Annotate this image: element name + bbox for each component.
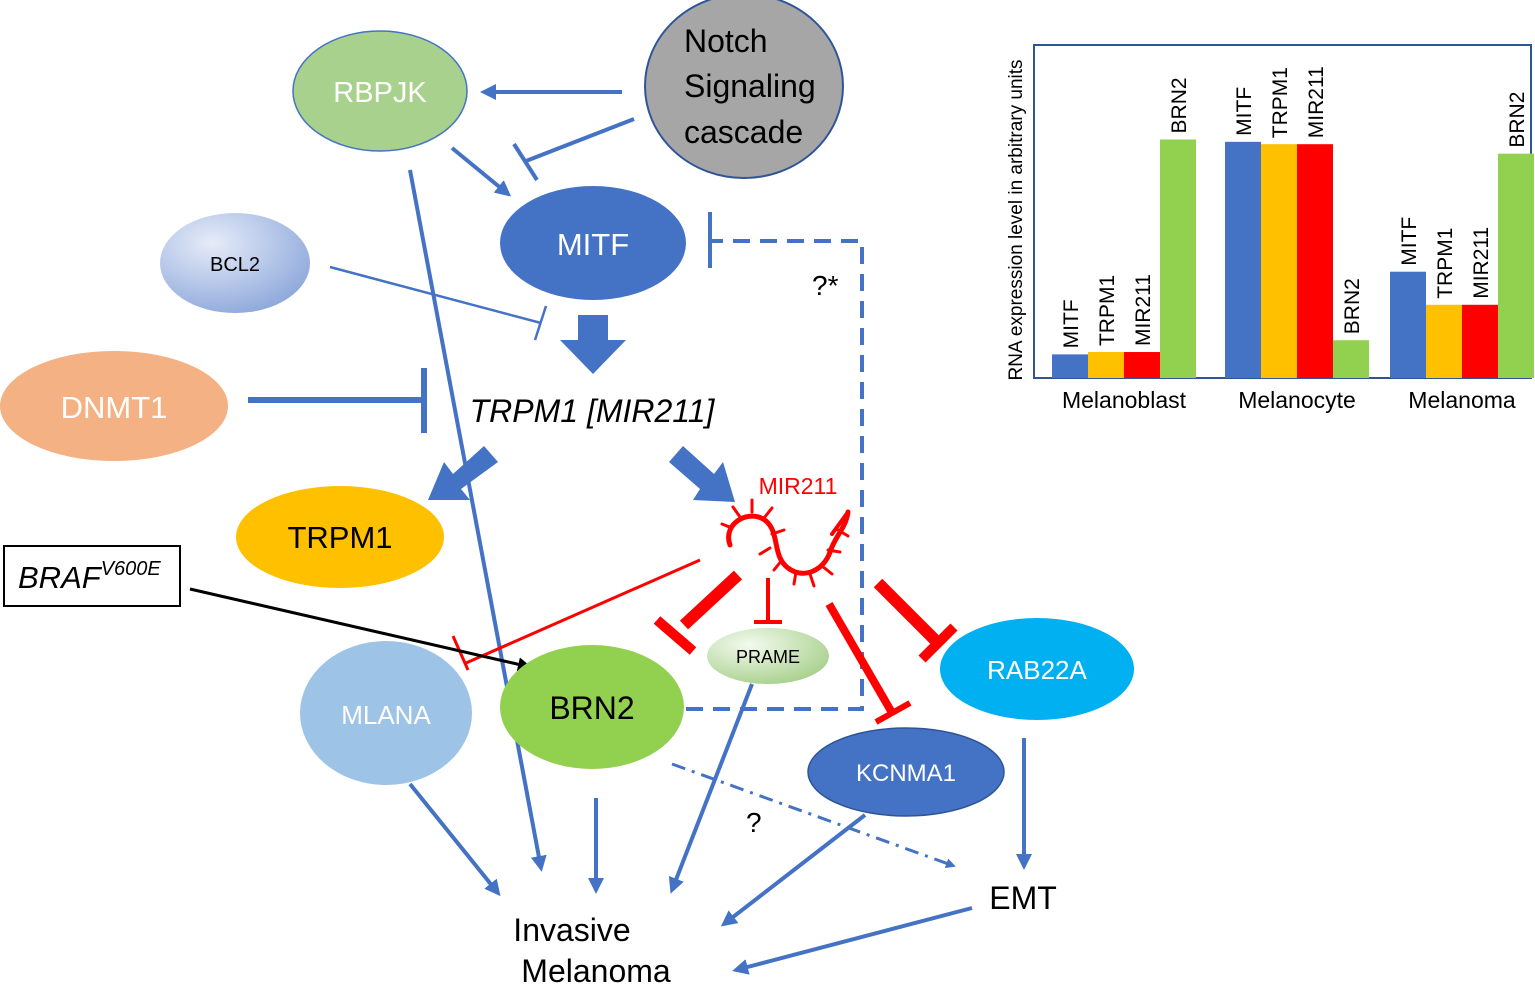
mir211-hairpin-icon: [720, 498, 851, 588]
node-kcnma1: KCNMA1: [807, 727, 1005, 817]
emt-to-invasive-arrow: [732, 906, 973, 975]
braf-label-base: BRAF: [18, 560, 103, 595]
mir211-inhibits-brn2-line: [679, 570, 743, 630]
bar-melanoblast-mir211: [1124, 352, 1160, 378]
bar-label-melanocyte-mir211: MIR211: [1305, 66, 1328, 138]
braf-to-brn2-arrow: [189, 587, 532, 672]
bcl2-inhibits-trpm1-bar: [533, 305, 548, 341]
mlana-to-invasive-arrow: [408, 782, 501, 897]
brn2-label: BRN2: [549, 690, 634, 726]
node-mlana: MLANA: [300, 641, 472, 785]
prame-label: PRAME: [736, 647, 800, 667]
feedback-annotation: ?*: [812, 270, 839, 301]
notch-inhibits-mitf-line: [525, 117, 635, 163]
mitf-label: MITF: [557, 227, 629, 262]
mir211-inhibits-kcnma1-line: [825, 601, 895, 714]
mir211-inhibits-kcnma1-bar: [874, 700, 912, 725]
kcnma1-label: KCNMA1: [856, 760, 956, 787]
mir211-inhibits-mlana-bar: [451, 635, 470, 671]
rbpjk-to-mitf-arrow: [450, 146, 512, 197]
bar-label-melanoma-mir211: MIR211: [1470, 227, 1493, 299]
bar-label-melanoblast-trpm1: TRPM1: [1096, 275, 1119, 346]
bcl2-inhibits-trpm1-line: [329, 265, 542, 325]
bar-melanoblast-brn2: [1160, 139, 1196, 378]
activation-edges: [408, 84, 1032, 975]
prame-to-invasive-arrow: [668, 683, 754, 894]
bar-label-melanocyte-mitf: MITF: [1233, 87, 1256, 136]
bar-label-melanocyte-brn2: BRN2: [1341, 278, 1364, 334]
node-prame: PRAME: [707, 628, 829, 684]
node-mir211: MIR211: [720, 473, 851, 588]
bar-label-melanoblast-mir211: MIR211: [1132, 274, 1155, 346]
bar-melanocyte-brn2: [1333, 340, 1369, 378]
node-trpm1: TRPM1: [236, 486, 444, 588]
rab22a-label: RAB22A: [987, 655, 1087, 685]
emt-label: EMT: [989, 880, 1057, 916]
node-rbpjk: RBPJK: [292, 30, 468, 152]
blue-inhibition-edges: [248, 117, 864, 711]
trpm1-gene-to-trpm1-block-arrow: [428, 446, 498, 500]
brn2-feedback-dashed-line: [686, 239, 864, 711]
notch-label-line1: Notch: [684, 23, 768, 59]
category-label-melanocyte: Melanocyte: [1238, 387, 1356, 413]
mir211-label: MIR211: [759, 473, 838, 499]
chart-y-axis-label: RNA expression level in arbitrary units: [1006, 59, 1027, 380]
notch-inhibits-mitf-bar: [512, 142, 539, 182]
chart-bars: [1052, 139, 1534, 378]
trpm1-gene-label: TRPM1 [MIR211]: [470, 393, 716, 429]
category-label-melanoblast: Melanoblast: [1062, 387, 1187, 413]
expression-bar-chart: RNA expression level in arbitrary units …: [1006, 44, 1534, 413]
bar-melanoma-brn2: [1498, 153, 1534, 378]
bar-melanocyte-mir211: [1297, 144, 1333, 378]
trpm1-gene-to-mir211-block-arrow: [669, 446, 735, 502]
bar-melanocyte-mitf: [1225, 141, 1261, 378]
bar-melanoma-mir211: [1462, 304, 1498, 378]
node-bcl2: BCL2: [160, 213, 310, 313]
braf-label-sup: V600E: [101, 558, 162, 580]
rbpjk-label: RBPJK: [333, 77, 427, 109]
block-arrows: [428, 315, 735, 502]
dnmt1-label: DNMT1: [61, 390, 168, 425]
mir211-inhibits-mlana-line: [465, 558, 701, 665]
node-rab22a: RAB22A: [940, 618, 1134, 720]
invasive-melanoma-label-line2: Melanoma: [521, 953, 671, 986]
node-braf: BRAFV600E: [3, 545, 181, 607]
bar-melanoblast-mitf: [1052, 354, 1088, 378]
bar-label-melanocyte-trpm1: TRPM1: [1269, 67, 1292, 138]
mir211-inhibits-brn2-bar: [653, 616, 697, 655]
mitf-to-trpm1-gene-block-arrow: [560, 315, 626, 374]
node-mitf: MITF: [500, 186, 686, 300]
node-dnmt1: DNMT1: [0, 351, 228, 461]
braf-label: BRAFV600E: [18, 558, 161, 595]
bar-label-melanoma-brn2: BRN2: [1506, 92, 1529, 148]
mlana-label: MLANA: [341, 700, 431, 730]
notch-label-line3: cascade: [684, 114, 803, 150]
trpm1-label: TRPM1: [287, 520, 392, 555]
bar-label-melanoblast-brn2: BRN2: [1168, 77, 1191, 133]
mir211-inhibits-rab22a-bar: [918, 623, 958, 663]
mir211-inhibits-rab22a-line: [873, 578, 942, 647]
notch-label-line2: Signaling: [684, 68, 816, 104]
rbpjk-to-invasive-arrow: [408, 169, 547, 872]
unknown-link-annotation: ?: [746, 807, 762, 838]
mir211-inhibition-edges: [451, 558, 958, 725]
brn2-to-emt-dashdot-arrow: [671, 762, 956, 868]
bar-melanocyte-trpm1: [1261, 144, 1297, 378]
node-notch-signaling: Notch Signaling cascade: [644, 0, 844, 179]
bar-melanoma-trpm1: [1426, 304, 1462, 378]
bar-label-melanoblast-mitf: MITF: [1060, 299, 1083, 348]
bar-label-melanoma-mitf: MITF: [1398, 217, 1421, 266]
kcnma1-to-invasive-arrow: [720, 813, 867, 927]
category-label-melanoma: Melanoma: [1408, 387, 1516, 413]
bar-melanoma-mitf: [1390, 271, 1426, 378]
invasive-melanoma-label-line1: Invasive: [513, 912, 630, 948]
bcl2-label: BCL2: [210, 254, 260, 276]
chart-category-labels: Melanoblast Melanocyte Melanoma: [1062, 387, 1516, 413]
node-brn2: BRN2: [500, 645, 684, 769]
bar-melanoblast-trpm1: [1088, 352, 1124, 378]
bar-label-melanoma-trpm1: TRPM1: [1434, 228, 1457, 299]
